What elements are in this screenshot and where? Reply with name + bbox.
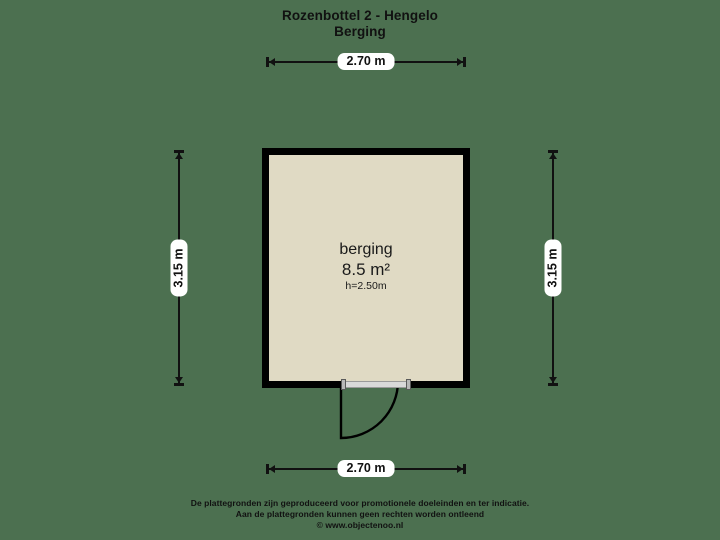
room-area: 8.5 m² bbox=[341, 260, 391, 279]
dimension-top: 2.70 m bbox=[266, 53, 466, 70]
dimension-top-arrow-end-icon bbox=[457, 58, 463, 66]
dimension-top-tick-start bbox=[266, 57, 269, 67]
footer-line-1: De plattegronden zijn geproduceerd voor … bbox=[190, 498, 530, 508]
door-jamb-right bbox=[406, 379, 411, 390]
dimension-left-label: 3.15 m bbox=[170, 239, 188, 297]
dimension-left-arrow-end-icon bbox=[175, 377, 183, 383]
footer-credit: © www.objectenoo.nl bbox=[316, 520, 404, 530]
dimension-top-tick-end bbox=[463, 57, 466, 67]
dimension-right-tick-start bbox=[548, 150, 558, 153]
dimension-left-tick-start bbox=[174, 150, 184, 153]
door-swing-arc-icon bbox=[339, 380, 400, 440]
dimension-left: 3.15 m bbox=[170, 150, 188, 386]
footer-disclaimer: De plattegronden zijn geproduceerd voor … bbox=[0, 498, 720, 531]
room-name: berging bbox=[339, 241, 393, 258]
title-subject: Berging bbox=[334, 24, 386, 39]
dimension-left-tick-end bbox=[174, 383, 184, 386]
dimension-top-arrow-start-icon bbox=[269, 58, 275, 66]
door-opening bbox=[345, 381, 407, 388]
footer-line-2: Aan de plattegronden kunnen geen rechten… bbox=[235, 509, 485, 519]
page-title: Rozenbottel 2 - Hengelo Berging bbox=[0, 8, 720, 40]
room-height: h=2.50m bbox=[345, 280, 387, 292]
dimension-left-arrow-start-icon bbox=[175, 153, 183, 159]
title-address: Rozenbottel 2 - Hengelo bbox=[281, 8, 439, 23]
dimension-bottom-label: 2.70 m bbox=[337, 460, 395, 477]
door-jamb-left bbox=[341, 379, 346, 390]
dimension-right-tick-end bbox=[548, 383, 558, 386]
room-floor bbox=[269, 155, 463, 381]
dimension-right: 3.15 m bbox=[544, 150, 562, 386]
dimension-right-label: 3.15 m bbox=[544, 239, 562, 297]
dimension-bottom-arrow-end-icon bbox=[457, 465, 463, 473]
dimension-bottom-tick-start bbox=[266, 464, 269, 474]
dimension-right-arrow-end-icon bbox=[549, 377, 557, 383]
dimension-bottom: 2.70 m bbox=[266, 460, 466, 477]
dimension-bottom-tick-end bbox=[463, 464, 466, 474]
dimension-bottom-arrow-start-icon bbox=[269, 465, 275, 473]
dimension-top-label: 2.70 m bbox=[337, 53, 395, 70]
room-label: berging 8.5 m² h=2.50m bbox=[269, 240, 463, 293]
dimension-right-arrow-start-icon bbox=[549, 153, 557, 159]
